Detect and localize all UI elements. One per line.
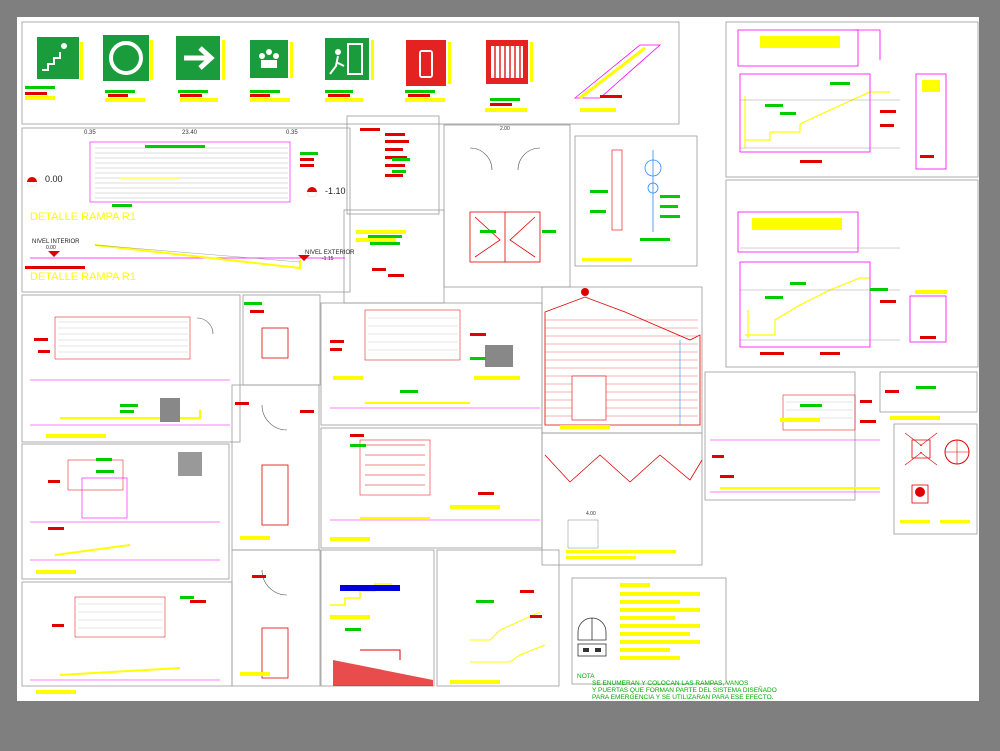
ramp-plan-title: DETALLE RAMPA R1 — [30, 211, 136, 223]
ramp-red-hatch — [365, 444, 425, 486]
nivel-exterior-label: NIVEL EXTERIOR — [305, 250, 355, 256]
pipe-detail — [582, 149, 670, 261]
signage-row — [25, 35, 662, 112]
door-details — [261, 211, 541, 679]
note-graphic — [577, 583, 700, 660]
level-start: 0.00 — [45, 174, 63, 184]
gray-block-2 — [178, 452, 202, 476]
ramp-dim-right: 0.35 — [286, 130, 298, 136]
ramp-lines — [30, 379, 880, 681]
ramp-dim-left: 0.35 — [84, 130, 96, 136]
nivel-exterior-value: -1.15 — [322, 256, 334, 262]
note-panel — [571, 577, 727, 685]
nivel-interior-label: NIVEL INTERIOR — [32, 239, 80, 245]
door-panel — [443, 124, 571, 288]
wave-dimension: 4.00 — [586, 511, 596, 517]
annotation-bars-yellow — [36, 230, 940, 694]
stair3-panel — [436, 549, 560, 687]
ramp-elev-title: DETALLE RAMPA R1 — [30, 271, 136, 283]
note-label: NOTA — [577, 673, 595, 680]
ramp5-panel — [21, 443, 230, 580]
panel-frames — [21, 21, 979, 687]
stair-panel-bottom — [725, 179, 979, 368]
fixtures — [900, 432, 970, 523]
stair-elevations — [737, 29, 947, 355]
note-line-3: PARA EMERGENCIA Y SE UTILIZARAN PARA ESE… — [592, 694, 774, 701]
door4-panel — [231, 549, 321, 687]
gray-block — [160, 398, 180, 422]
door-arcs — [196, 147, 541, 596]
wave-panel — [541, 432, 703, 566]
note-line-2: Y PUERTAS QUE FORMAN PARTE DEL SISTEMA D… — [592, 687, 777, 694]
note-detail-panel — [343, 209, 445, 304]
door2-panel — [242, 294, 321, 386]
signage-panel — [21, 21, 680, 125]
note-line-1: SE ENUMERAN Y COLOCAN LAS RAMPAS, VANOS — [592, 680, 749, 687]
building-elevation — [544, 288, 701, 426]
door-dimension: 2.00 — [500, 126, 510, 132]
annotation-bars-green — [96, 158, 936, 631]
ramp-sections — [54, 402, 880, 676]
sign-assembly — [250, 40, 288, 78]
gray-block-3 — [485, 345, 513, 367]
nivel-interior-value: 0.00 — [46, 245, 56, 251]
stair-detail-panel — [346, 115, 440, 215]
annotation-bars — [34, 128, 899, 627]
pipe-panel — [574, 135, 698, 267]
ramp-plan — [25, 141, 345, 270]
ramp-hatch — [58, 317, 853, 629]
ramp-dim-mid: 23.40 — [182, 130, 198, 136]
fixture-panel — [893, 423, 978, 535]
ramp2-panel — [21, 294, 241, 443]
stair-panel-top — [725, 21, 979, 178]
small-panel — [879, 371, 978, 413]
stair-sections — [330, 583, 546, 686]
level-end: -1.10 — [325, 186, 346, 196]
ramp4-panel — [704, 371, 856, 501]
ramp-plans — [54, 309, 856, 638]
wave-roof — [544, 454, 703, 559]
